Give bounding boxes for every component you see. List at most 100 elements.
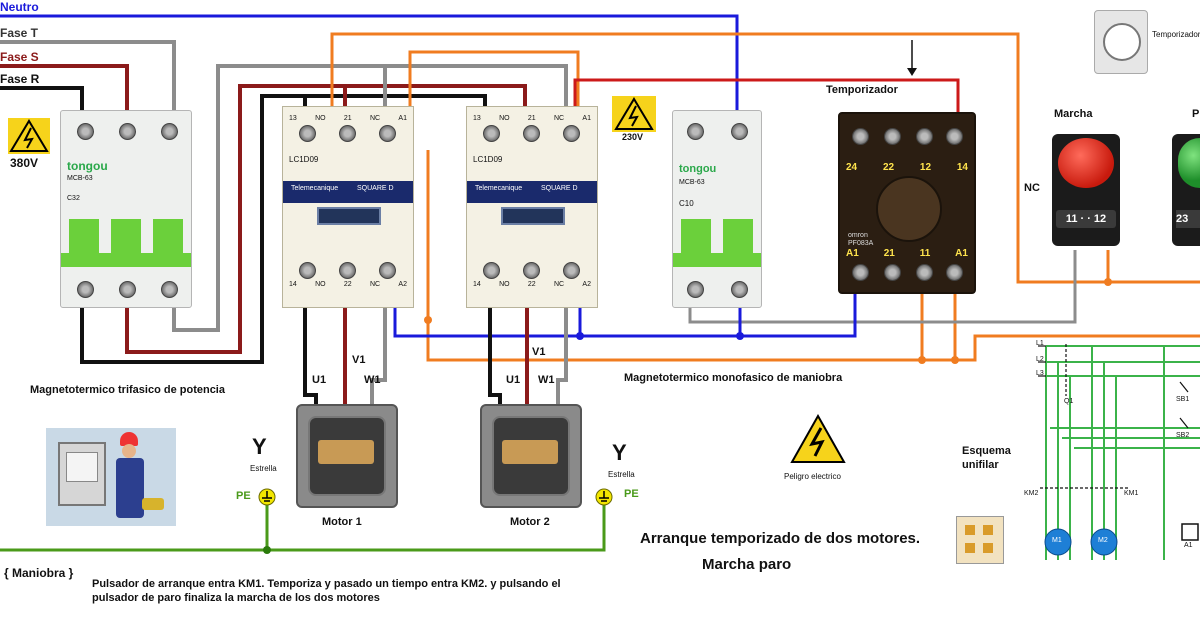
- breaker-1p-rating: C10: [679, 199, 694, 208]
- contact-block-photo: [956, 516, 1004, 564]
- km2-bottom-terminal-22: 22: [527, 281, 536, 288]
- fase-t-label: Fase T: [0, 26, 39, 40]
- breaker-1p-lever-1[interactable]: [681, 219, 711, 253]
- km2-brand-bar: [467, 181, 597, 203]
- contactor-km2: 13 NO 21 NC A1 LC1D09 Telemecanique SQUA…: [466, 106, 598, 308]
- unifilar-l3: L3: [1036, 370, 1044, 377]
- motor1-w1-label: W1: [364, 374, 381, 386]
- km2-bottom-terminal-nc: NC: [553, 281, 565, 288]
- km1-top-terminal-no: NO: [315, 115, 326, 122]
- description-line-1: Pulsador de arranque entra KM1. Temporiz…: [92, 578, 561, 590]
- km2-indicator-window: [501, 207, 565, 225]
- paro-terminals: 23: [1176, 210, 1200, 228]
- motor2-u1-label: U1: [506, 374, 521, 386]
- motor1-label: Motor 1: [322, 516, 362, 528]
- breaker-3p-lever-2[interactable]: [111, 219, 141, 253]
- km1-top-terminal-a1: A1: [398, 115, 407, 122]
- km2-top-terminal-21: 21: [527, 115, 536, 122]
- high-voltage-icon: [8, 118, 50, 154]
- km1-indicator-window: [317, 207, 381, 225]
- unifilar-km1: KM1: [1124, 490, 1139, 497]
- marcha-nc-label: NC: [1024, 182, 1040, 194]
- breaker-1p-brand: tongou: [679, 163, 717, 175]
- unifilar-sb1: SB1: [1176, 396, 1190, 403]
- marcha-red-cap[interactable]: [1058, 138, 1114, 188]
- motor2-w1-label: W1: [538, 374, 555, 386]
- estrella-label-1: Estrella: [250, 464, 277, 473]
- km2-top-terminal-13: 13: [473, 115, 481, 122]
- unifilar-l1: L1: [1036, 340, 1044, 347]
- marcha-button[interactable]: 11 · · 12: [1052, 134, 1120, 246]
- km1-top-terminal-nc: NC: [369, 115, 381, 122]
- breaker-3p-lever-1[interactable]: [69, 219, 99, 253]
- t-out-wire: [172, 64, 568, 332]
- single-phase-breaker: tongou MCB-63 C10: [672, 110, 762, 308]
- timer-octal-socket: [876, 176, 942, 242]
- pe-label-2: PE: [624, 488, 639, 500]
- breaker-3p-lever-3[interactable]: [153, 219, 183, 253]
- fase-r-wire: [0, 86, 84, 110]
- breaker-1p-green-strip: [673, 253, 761, 267]
- neutro-label: Neutro: [0, 0, 39, 14]
- km2-series: SQUARE D: [541, 185, 578, 192]
- km2-bottom-terminal-14: 14: [473, 281, 481, 288]
- timer-terminal-24: 24: [846, 162, 858, 173]
- r-out-wire: [80, 94, 487, 364]
- timer-terminal-22: 22: [882, 162, 895, 173]
- voltage-230-label: 230V: [622, 132, 644, 142]
- electrical-danger-icon: [790, 414, 846, 464]
- timer-title: Temporizador: [826, 84, 898, 96]
- timer-terminal-12: 12: [919, 162, 932, 173]
- timer-terminal-21: 21: [883, 248, 895, 259]
- star-connection-y-1: Y: [252, 434, 267, 459]
- timer-photo-label: Temporizador: [1152, 30, 1200, 39]
- motor2-terminal-block: [502, 440, 558, 464]
- timer-terminal-a1-left: A1: [846, 248, 859, 259]
- estrella-label-2: Estrella: [608, 470, 635, 479]
- mag-monofasico-label: Magnetotermico monofasico de maniobra: [624, 372, 843, 384]
- neutro-wire: [0, 14, 739, 116]
- three-phase-breaker: tongou MCB-63 C32: [60, 110, 192, 308]
- km1-brand-bar: [283, 181, 413, 203]
- fase-s-label: Fase S: [0, 50, 39, 64]
- unifilar-q1: Q1: [1064, 398, 1074, 405]
- pe-wire: [0, 502, 606, 552]
- km2-model: LC1D09: [473, 155, 503, 164]
- contactor-km1: 13 NO 21 NC A1 LC1D09 Telemecanique SQUA…: [282, 106, 414, 308]
- km1-top-terminal-13: 13: [289, 115, 297, 122]
- electrical-panel-drawing: [58, 442, 106, 506]
- breaker-3p-green-strip: [61, 253, 191, 267]
- pe-ground-symbol-2: [595, 488, 613, 506]
- motor1-terminal-box: [296, 404, 398, 508]
- paro-button[interactable]: 23: [1172, 134, 1200, 246]
- km2-bottom-terminal-a2: A2: [582, 281, 591, 288]
- motor1-terminal-block: [318, 440, 374, 464]
- km1-bottom-terminal-nc: NC: [369, 281, 381, 288]
- electrician-illustration: [46, 428, 176, 526]
- km1-top-terminal-21: 21: [343, 115, 352, 122]
- timer-brand: omron: [848, 232, 868, 239]
- peligro-label: Peligro electrico: [784, 472, 841, 481]
- unifilar-l2: L2: [1036, 356, 1044, 363]
- maniobra-wire-mid: [426, 150, 1200, 362]
- marcha-title: Marcha: [1054, 108, 1093, 120]
- km2-brand: Telemecanique: [475, 185, 523, 192]
- breaker-1p-lever-2[interactable]: [723, 219, 753, 253]
- km2-bottom-terminal-no: NO: [499, 281, 510, 288]
- km1-bottom-terminal-22: 22: [343, 281, 352, 288]
- km1-bottom-terminal-14: 14: [289, 281, 297, 288]
- motor2-label: Motor 2: [510, 516, 550, 528]
- paro-green-cap[interactable]: [1178, 138, 1200, 188]
- fase-t-wire: [0, 40, 176, 110]
- breaker-3p-model: MCB-63: [67, 175, 93, 182]
- unifilar-m2: M2: [1098, 537, 1108, 544]
- maniobra-wire-top: [330, 32, 1200, 284]
- km1-bottom-terminal-no: NO: [315, 281, 326, 288]
- motor2-terminal-box: [480, 404, 582, 508]
- unifilar-sb2: SB2: [1176, 432, 1190, 439]
- km1-series: SQUARE D: [357, 185, 394, 192]
- motor1-u1-label: U1: [312, 374, 327, 386]
- fase-s-wire: [0, 64, 129, 110]
- title-line-2: Marcha paro: [702, 556, 792, 573]
